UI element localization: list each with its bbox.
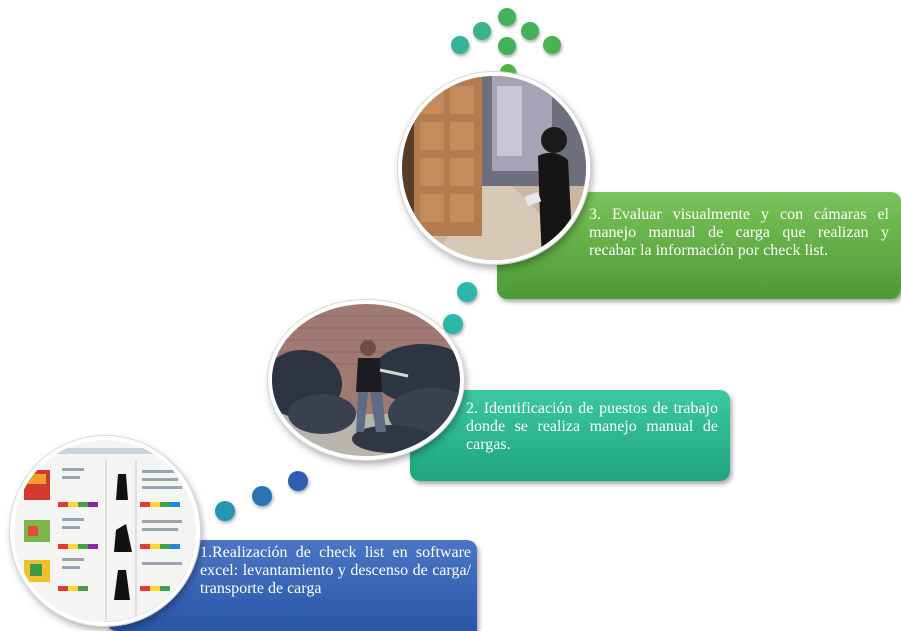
step-3-photo — [398, 72, 590, 264]
connector-dot — [215, 501, 235, 521]
step-2-photo — [268, 300, 464, 460]
step-2-box: 2. Identificación de puestos de trabajo … — [410, 390, 730, 481]
connector-dot — [252, 486, 272, 506]
warehouse-photo-illustration — [402, 76, 586, 260]
connector-dot — [498, 8, 516, 26]
connector-dot — [451, 36, 469, 54]
loading-photo-illustration — [272, 304, 460, 456]
connector-dot — [457, 282, 477, 302]
step-2-text: 2. Identificación de puestos de trabajo … — [466, 400, 718, 453]
connector-dot — [543, 36, 561, 54]
step-1-photo — [10, 436, 200, 626]
connector-dot — [521, 22, 539, 40]
connector-dot — [473, 22, 491, 40]
step-3-text: 3. Evaluar visualmente y con cámaras el … — [589, 206, 889, 259]
connector-dot — [498, 37, 516, 55]
step-1-text: 1.Realización de check list en software … — [200, 544, 471, 597]
connector-dot — [288, 471, 308, 491]
checklist-photo-illustration — [14, 440, 196, 622]
connector-dot — [443, 314, 463, 334]
